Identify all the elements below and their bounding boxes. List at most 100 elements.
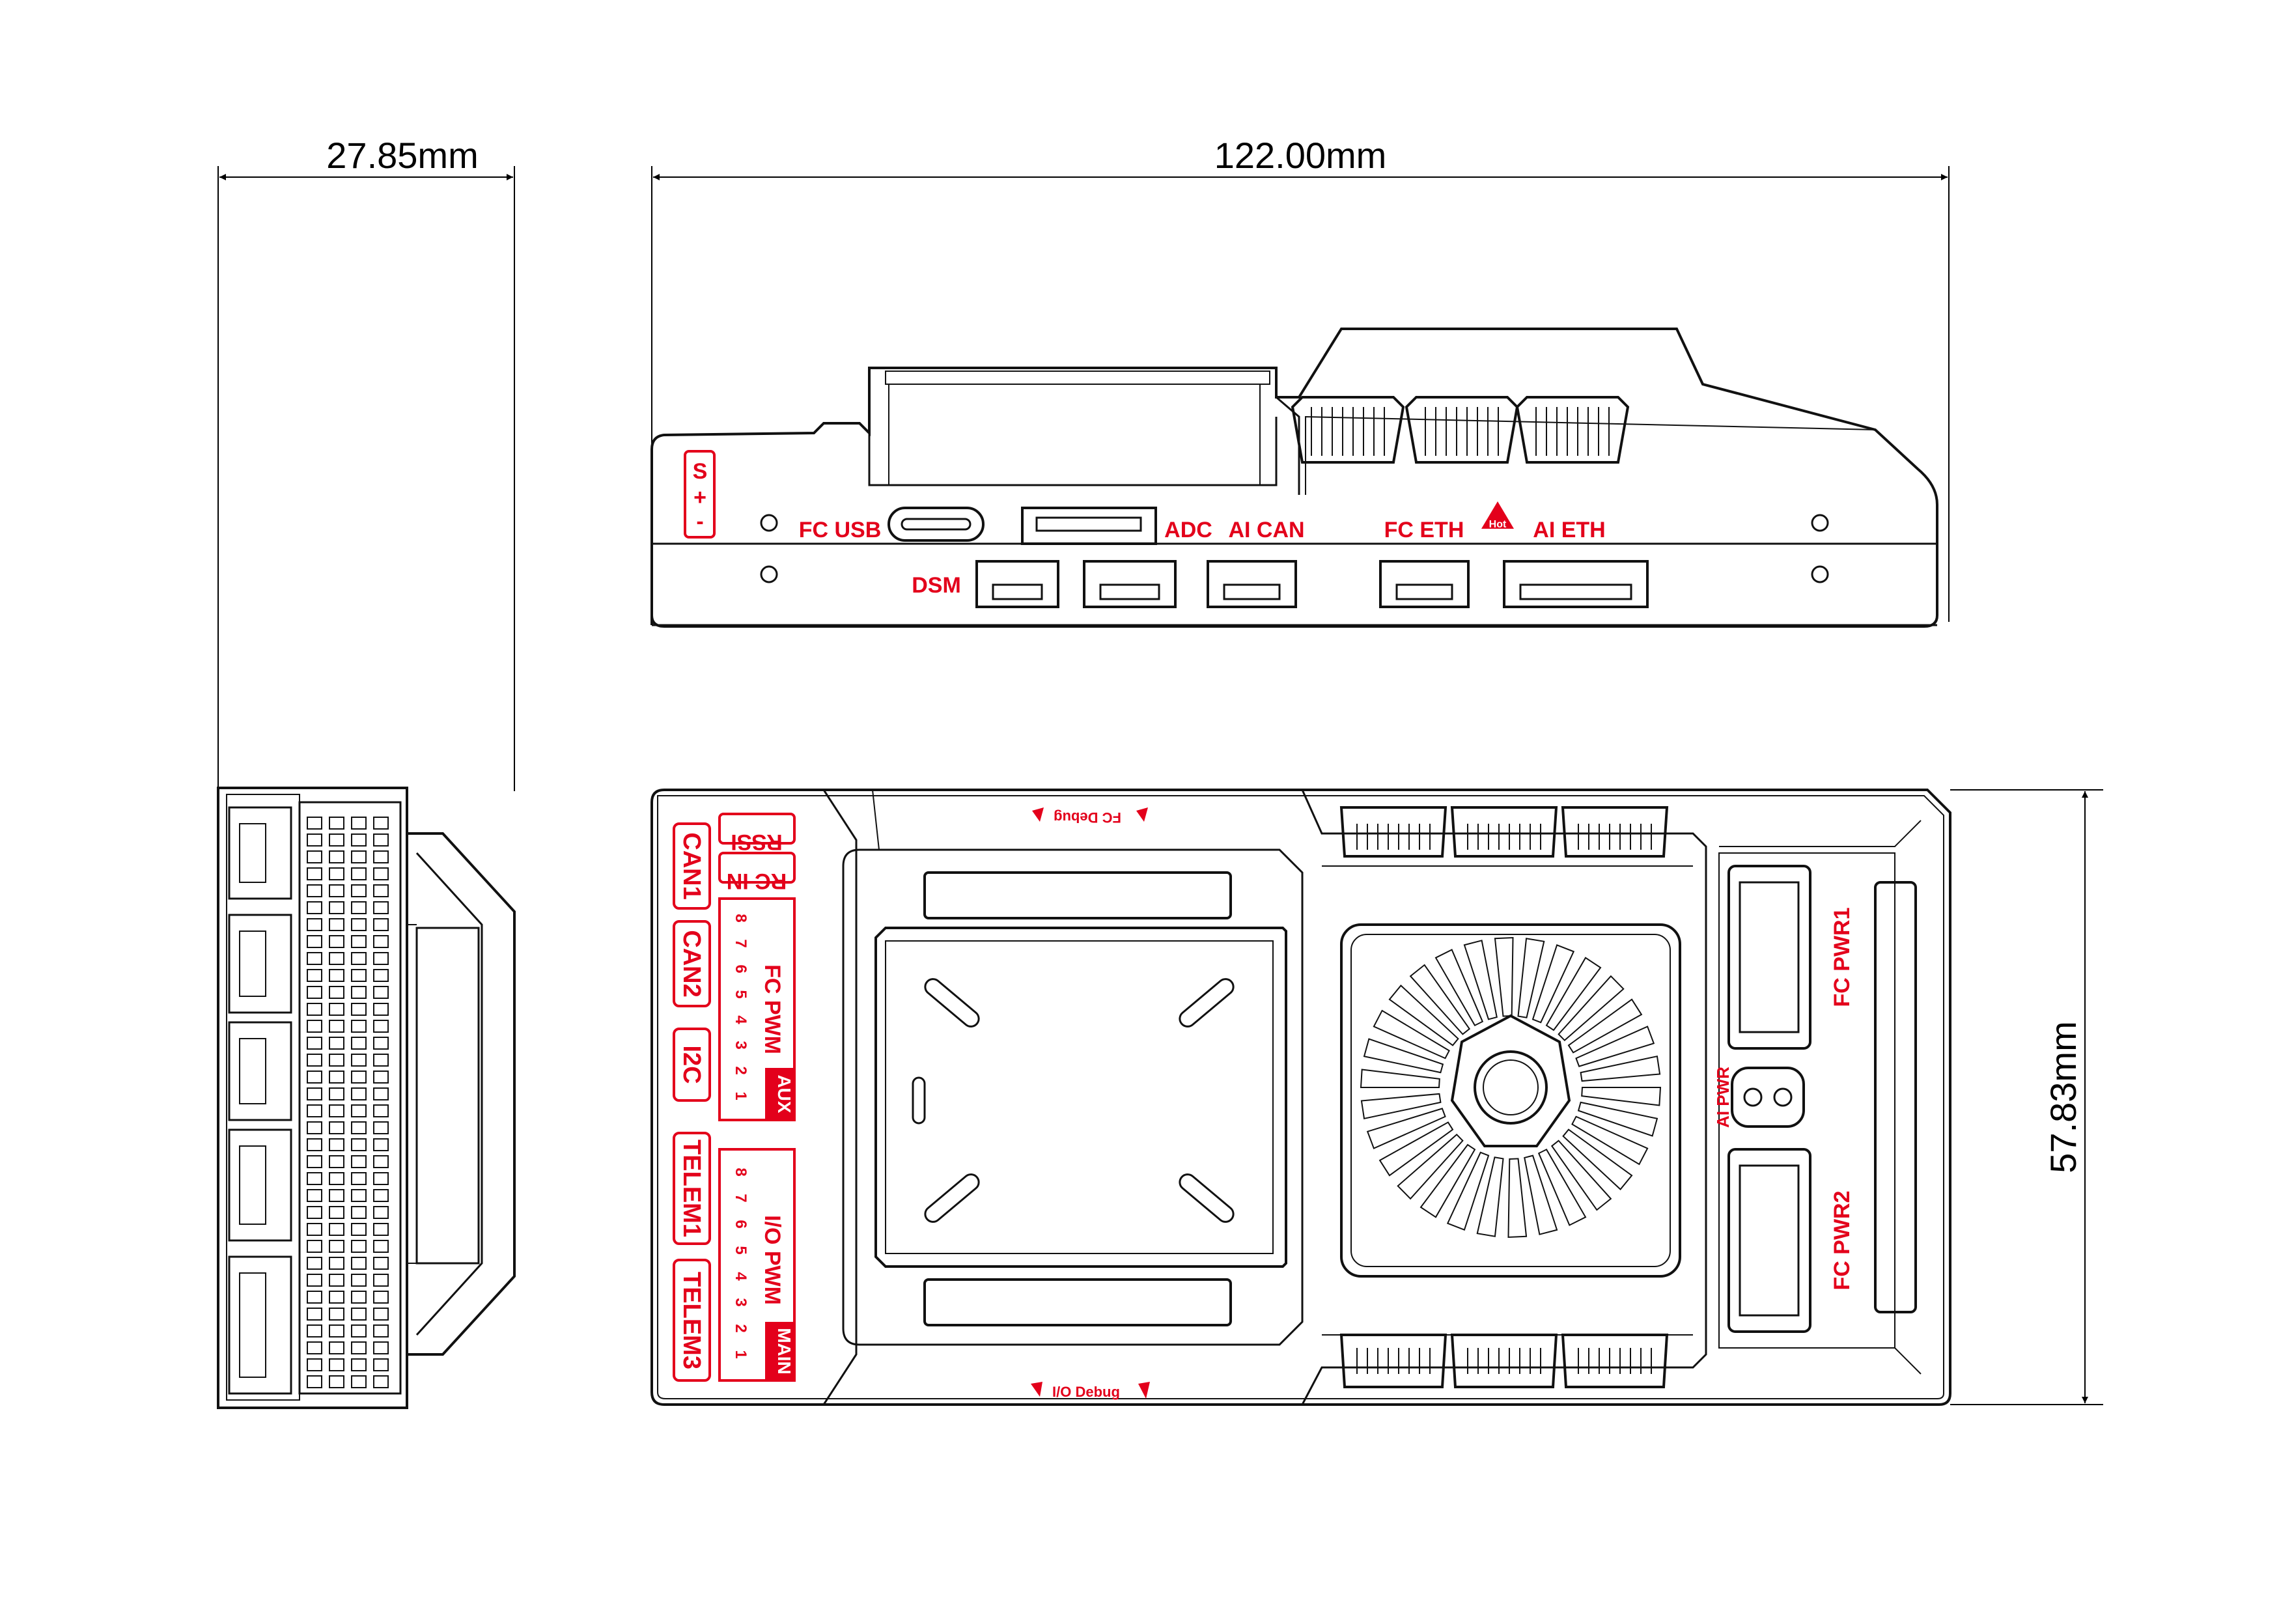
label-telem3: TELEM3 (678, 1272, 705, 1369)
pin-number: 5 (732, 990, 749, 998)
fan-fin (1558, 975, 1625, 1042)
side-header-pin (329, 1308, 344, 1321)
side-header-pin (351, 1291, 367, 1304)
side-header-pin (373, 935, 389, 948)
fan-fin (1378, 1121, 1454, 1177)
fan-fin (1366, 1108, 1446, 1149)
side-header-pin (351, 1138, 367, 1151)
side-header-pin (351, 1240, 367, 1253)
side-header-pin (329, 1155, 344, 1168)
fan-fin (1531, 944, 1575, 1024)
side-connector-slot (239, 1145, 266, 1225)
side-header-pin (373, 1324, 389, 1337)
side-header-pin (329, 1121, 344, 1134)
label-fc-pwm: FC PWM (760, 964, 785, 1054)
side-header-pin (351, 986, 367, 999)
label-plus: + (693, 485, 706, 510)
side-header-pin (373, 1071, 389, 1084)
pin-number: 2 (732, 1066, 749, 1074)
side-header-pin (307, 1155, 322, 1168)
side-header-pin (351, 1121, 367, 1134)
side-header-pin (329, 1240, 344, 1253)
label-can1: CAN1 (678, 832, 705, 899)
fan-fin (1397, 1133, 1464, 1200)
side-header-pin (329, 1003, 344, 1016)
side-header-pin (373, 986, 389, 999)
side-header-pin (329, 1104, 344, 1117)
side-header-pin (373, 1341, 389, 1354)
label-io-pwm: I/O PWM (760, 1215, 785, 1305)
front-vent (1405, 396, 1519, 464)
dimension-side-width: 27.85mm (217, 135, 515, 791)
label-rssi: RSSI (731, 830, 782, 854)
side-header-pin (329, 833, 344, 847)
fan-fin (1360, 1069, 1440, 1088)
side-header-pin (307, 952, 322, 965)
side-header-pin (351, 1308, 367, 1321)
fan-fin (1581, 1087, 1662, 1106)
side-header-pin (351, 1206, 367, 1219)
label-fc-debug: FC Debug (1054, 809, 1121, 826)
side-header-pin (329, 867, 344, 880)
fan-fin (1373, 1009, 1450, 1059)
fan-fin (1446, 1151, 1490, 1231)
side-header-pin (351, 1172, 367, 1185)
side-header-pin (351, 935, 367, 948)
side-header-pin (373, 1189, 389, 1202)
fan-fin (1494, 936, 1514, 1017)
pin-number: 7 (732, 1194, 749, 1202)
side-header-pin (307, 1358, 322, 1371)
side-header-pin (351, 1087, 367, 1100)
label-aux: AUX (774, 1074, 794, 1113)
side-connector-slot (239, 823, 266, 883)
side-header-pin (307, 850, 322, 863)
fan-fin (1524, 1155, 1558, 1235)
side-header-pin (307, 1104, 322, 1117)
top-view: CAN1 CAN2 I2C TELEM1 TELEM3 RSSI RC IN A… (650, 789, 1951, 1406)
fan-fin (1575, 1026, 1655, 1067)
side-header-pin (373, 833, 389, 847)
side-header-pin (307, 1223, 322, 1236)
label-hot: Hot (1489, 519, 1507, 530)
pin-number: 8 (732, 1168, 749, 1176)
side-header-pin (351, 969, 367, 982)
side-header-pin (351, 1375, 367, 1388)
dimension-top-height: 57.83mm (1950, 789, 2103, 1405)
side-header-pin (329, 1324, 344, 1337)
side-header-pin (351, 1257, 367, 1270)
side-header-pin (307, 986, 322, 999)
side-connector-bay (228, 914, 292, 1014)
side-header-pin (307, 1375, 322, 1388)
side-header-pin (329, 1375, 344, 1388)
side-header-pin (351, 1003, 367, 1016)
side-header-pin (329, 1358, 344, 1371)
label-fc-pwr2: FC PWR2 (1830, 1191, 1854, 1291)
side-header-pin (329, 1223, 344, 1236)
fan-fin (1562, 1128, 1633, 1190)
fan-fin (1550, 1140, 1612, 1211)
side-header-pin (373, 1206, 389, 1219)
side-header-pin (373, 1037, 389, 1050)
pin-number: 3 (732, 1041, 749, 1049)
side-header-pin (373, 1138, 389, 1151)
bottom-vent (1339, 1334, 1447, 1388)
label-can2: CAN2 (678, 930, 705, 997)
fan-fin (1463, 940, 1498, 1020)
side-header-pin (373, 1054, 389, 1067)
pin-number: 5 (732, 1246, 749, 1254)
side-header-pin (373, 1375, 389, 1388)
side-header-pin (329, 1087, 344, 1100)
side-header-pin (307, 901, 322, 914)
dimension-label-front-width: 122.00mm (1214, 135, 1387, 176)
side-header-pin (373, 1121, 389, 1134)
side-header-pin (329, 952, 344, 965)
side-header-pin (373, 884, 389, 897)
side-header-pin (329, 1138, 344, 1151)
side-header-pin (307, 1308, 322, 1321)
side-header-pin (329, 884, 344, 897)
label-dsm: DSM (912, 573, 961, 598)
side-header-pin (329, 1037, 344, 1050)
side-header-pin (307, 1020, 322, 1033)
label-i2c: I2C (678, 1045, 705, 1084)
side-header-pin (329, 1054, 344, 1067)
